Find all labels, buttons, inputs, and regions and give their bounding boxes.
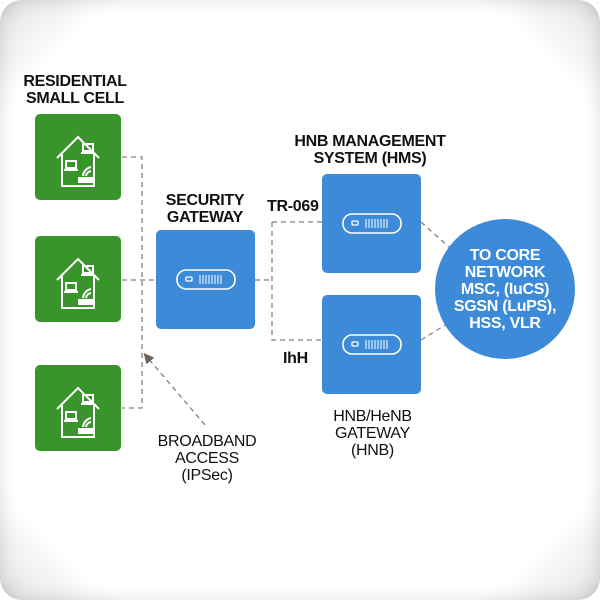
hnb-gateway-title: HNB/HeNB GATEWAY (HNB): [333, 408, 412, 459]
house-wifi-icon: [56, 386, 100, 438]
hms-title: HNB MANAGEMENT SYSTEM (HMS): [294, 133, 446, 167]
tr069-connector: [271, 222, 322, 341]
core-network-node[interactable]: TO CORE NETWORK MSC, (IuCS) SGSN (LuPS),…: [435, 219, 575, 359]
house-wifi-icon: [56, 135, 100, 187]
server-icon: [342, 334, 402, 355]
hms-to-core: [420, 221, 451, 249]
broadband-access-label: BROADBAND ACCESS (IPSec): [157, 433, 257, 484]
house-wifi-icon: [56, 257, 100, 309]
residential-small-cell-title: RESIDENTIAL SMALL CELL: [23, 73, 127, 107]
server-icon: [176, 269, 236, 290]
ihh-label: IhH: [283, 350, 308, 367]
tr069-label: TR-069: [267, 198, 319, 215]
server-icon: [342, 213, 402, 234]
broadband-arrow: [143, 353, 206, 426]
security-gateway-title: SECURITY GATEWAY: [165, 192, 245, 226]
cell1-connector: [122, 156, 143, 409]
